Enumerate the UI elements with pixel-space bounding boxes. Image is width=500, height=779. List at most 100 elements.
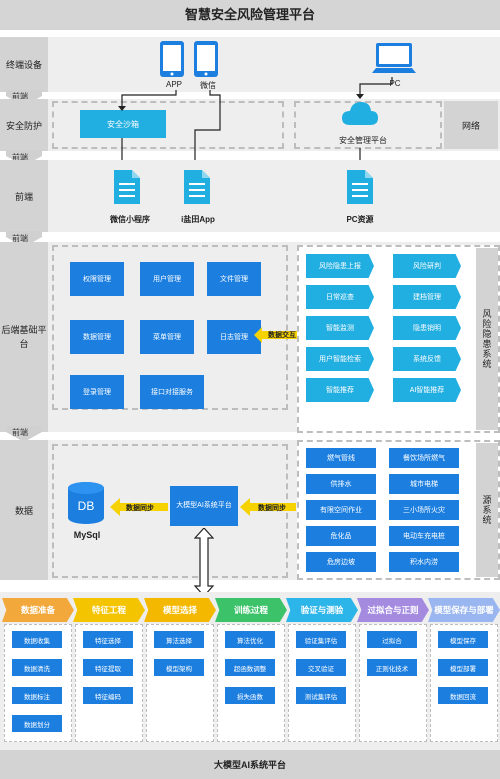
cloud-icon — [342, 102, 378, 125]
app-device-label: APP — [165, 80, 182, 89]
source-item: 餐饮场所燃气 — [389, 448, 459, 468]
source-item: 积水内涝 — [389, 552, 459, 572]
ai-column-item: 数据回流 — [438, 687, 488, 704]
ai-column-item: 数据标注 — [12, 687, 62, 704]
ai-column-item: 模型保存 — [438, 631, 488, 648]
pc-icon — [372, 43, 416, 73]
sandbox-box: 安全沙箱 — [80, 110, 166, 138]
down-arrow-icon — [6, 150, 42, 166]
backend-item: 登录管理 — [70, 375, 124, 409]
document-icon — [184, 170, 210, 204]
frontend-layer — [0, 160, 500, 232]
source-item: 供排水 — [306, 474, 376, 494]
mini-program-label: 微信小程序 — [110, 215, 150, 224]
ai-column-head: 模型选择 — [144, 598, 216, 622]
ai-column-item: 数据收集 — [12, 631, 62, 648]
risk-system-label: 风险隐患系统 — [476, 248, 498, 430]
ai-column-item: 特征提取 — [83, 659, 133, 676]
bidirectional-arrow-icon — [254, 327, 310, 343]
ai-column-item: 交叉验证 — [296, 659, 346, 676]
phone-icon — [160, 41, 218, 77]
ai-column-item: 数据清洗 — [12, 659, 62, 676]
source-item: 危房边坡 — [306, 552, 376, 572]
security-label: 安全防护 — [0, 99, 48, 151]
ai-column-item: 数据划分 — [12, 715, 62, 732]
left-arrow-icon — [110, 498, 168, 516]
db-label: DB — [77, 499, 95, 513]
risk-item: AI智能推荐 — [393, 378, 461, 402]
ai-column-head: 验证与测验 — [286, 598, 358, 622]
risk-item: 智能监测 — [306, 316, 374, 340]
wechat-device-label: 微信 — [200, 81, 216, 90]
risk-item: 用户智能检索 — [306, 347, 374, 371]
page-title: 智慧安全风险管理平台 — [0, 0, 500, 30]
ai-column-head: 训练过程 — [215, 598, 287, 622]
sync-label-1: 数据同步 — [126, 505, 154, 512]
risk-item: 风险隐患上报 — [306, 254, 374, 278]
sync-label-2: 数据同步 — [258, 505, 286, 512]
backend-item: 用户管理 — [140, 262, 194, 296]
ai-column-head: 特征工程 — [73, 598, 145, 622]
ai-column-head: 模型保存与部署 — [428, 598, 500, 622]
source-system-label: 源系统 — [476, 443, 498, 577]
pc-device-label: PC — [389, 79, 401, 88]
left-arrow-icon — [240, 498, 296, 516]
backend-label: 后端基础平台 — [0, 242, 48, 432]
ai-column-item: 模型架构 — [154, 659, 204, 676]
ai-column-item: 算法选择 — [154, 631, 204, 648]
arrow-label: 前端 — [12, 428, 28, 437]
down-arrow-icon — [6, 90, 42, 106]
ai-column-item: 损失函数 — [225, 687, 275, 704]
source-item: 有限空间作业 — [306, 500, 376, 520]
platform-label: 安全管理平台 — [339, 136, 387, 145]
backend-item: 数据管理 — [70, 320, 124, 354]
risk-item: 系统反馈 — [393, 347, 461, 371]
risk-item: 隐患销明 — [393, 316, 461, 340]
mysql-label: MySql — [73, 530, 101, 540]
source-item: 城市电梯 — [389, 474, 459, 494]
backend-item: 日志管理 — [207, 320, 261, 354]
backend-item: 菜单管理 — [140, 320, 194, 354]
document-icon — [114, 170, 140, 204]
risk-item: 智能推荐 — [306, 378, 374, 402]
pc-resource-label: PC资源 — [346, 215, 374, 224]
ai-footer-label: 大模型AI系统平台 — [0, 750, 500, 779]
arrow-label: 前端 — [12, 92, 28, 101]
backend-group — [52, 245, 288, 410]
ai-column-item: 模型部署 — [438, 659, 488, 676]
frontend-label: 前端 — [0, 160, 48, 232]
source-item: 燃气管线 — [306, 448, 376, 468]
exchange-label: 数据交互 — [268, 332, 296, 339]
data-label: 数据 — [0, 440, 48, 580]
source-item: 电动车充电桩 — [389, 526, 459, 546]
ai-column-item: 测试集评估 — [296, 687, 346, 704]
ai-column-item: 特征选择 — [83, 631, 133, 648]
source-item: 危化品 — [306, 526, 376, 546]
terminal-label: 终端设备 — [0, 37, 48, 92]
platform-group — [294, 101, 442, 149]
ai-column-item: 特征编码 — [83, 687, 133, 704]
ai-column-item: 过拟合 — [367, 631, 417, 648]
ai-column-item: 验证集评估 — [296, 631, 346, 648]
backend-item: 接口对接服务 — [140, 375, 204, 409]
ai-column-head: 数据准备 — [2, 598, 74, 622]
ai-column-item: 正则化技术 — [367, 659, 417, 676]
risk-item: 建档管理 — [393, 285, 461, 309]
down-arrow-icon — [6, 426, 42, 442]
ai-platform-box: 大模型AI系统平台 — [170, 486, 238, 526]
backend-item: 文件管理 — [207, 262, 261, 296]
database-icon — [68, 482, 104, 524]
backend-item: 权限管理 — [70, 262, 124, 296]
down-arrow-icon — [6, 231, 42, 247]
arrow-label: 前端 — [12, 153, 28, 162]
terminal-layer — [0, 37, 500, 92]
ai-column-item: 超函数调整 — [225, 659, 275, 676]
app-frontend-label: i盐田App — [181, 215, 215, 224]
source-item: 三小场所火灾 — [389, 500, 459, 520]
arrow-label: 前端 — [12, 234, 28, 243]
sandbox-group — [52, 101, 284, 149]
ai-column-head: 过拟合与正则 — [357, 598, 429, 622]
risk-item: 日常巡查 — [306, 285, 374, 309]
vertical-bidirectional-arrow-icon — [194, 528, 214, 596]
document-icon — [347, 170, 373, 204]
